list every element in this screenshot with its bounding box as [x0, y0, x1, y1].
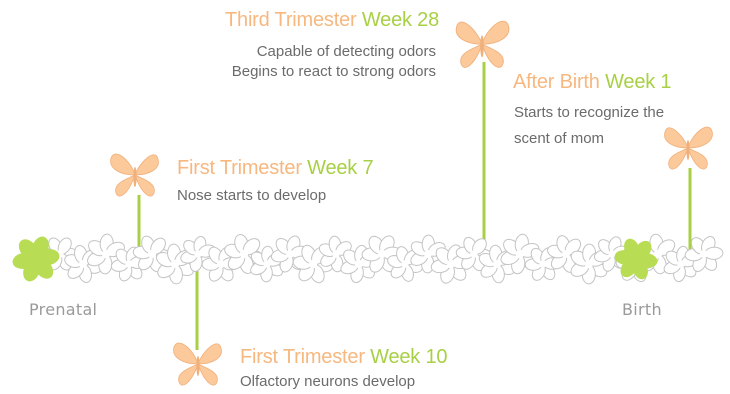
milestone-week-10-phase: First Trimester: [240, 346, 365, 368]
milestone-after-birth-desc: Starts to recognize the scent of mom: [514, 100, 664, 152]
milestone-week-28-desc: Capable of detecting odors Begins to rea…: [232, 42, 436, 82]
milestone-week-7-phase: First Trimester: [177, 157, 302, 179]
butterfly-icon: [456, 21, 509, 67]
milestone-week-28-week: Week 28: [362, 9, 439, 31]
butterfly-icon: [111, 154, 159, 196]
prenatal-label: Prenatal: [29, 300, 97, 319]
milestone-week-28-line-1: Capable of detecting odors: [232, 42, 436, 62]
milestone-after-birth-line-1: Starts to recognize the: [514, 100, 664, 126]
milestone-week-28-line-2: Begins to react to strong odors: [232, 62, 436, 82]
milestone-week-10-line-1: Olfactory neurons develop: [240, 372, 415, 392]
butterfly-icon: [665, 127, 713, 169]
birth-label: Birth: [622, 300, 662, 319]
milestone-week-10-week: Week 10: [370, 346, 447, 368]
milestone-after-birth-week: Week 1: [605, 71, 671, 93]
milestone-week-7-week: Week 7: [307, 157, 373, 179]
milestone-week-10-title: First Trimester Week 10: [240, 345, 447, 369]
milestone-week-10-desc: Olfactory neurons develop: [240, 372, 415, 392]
milestone-after-birth-line-2: scent of mom: [514, 126, 664, 152]
milestone-week-7-title: First Trimester Week 7: [177, 156, 373, 180]
milestone-week-7-desc: Nose starts to develop: [177, 186, 326, 206]
milestone-after-birth-title: After Birth Week 1: [513, 70, 671, 94]
milestone-after-birth-phase: After Birth: [513, 71, 600, 93]
milestone-week-28-title: Third Trimester Week 28: [225, 8, 439, 32]
milestone-week-7-line-1: Nose starts to develop: [177, 186, 326, 206]
milestone-week-28-phase: Third Trimester: [225, 9, 356, 31]
flower-chain: [12, 233, 723, 285]
